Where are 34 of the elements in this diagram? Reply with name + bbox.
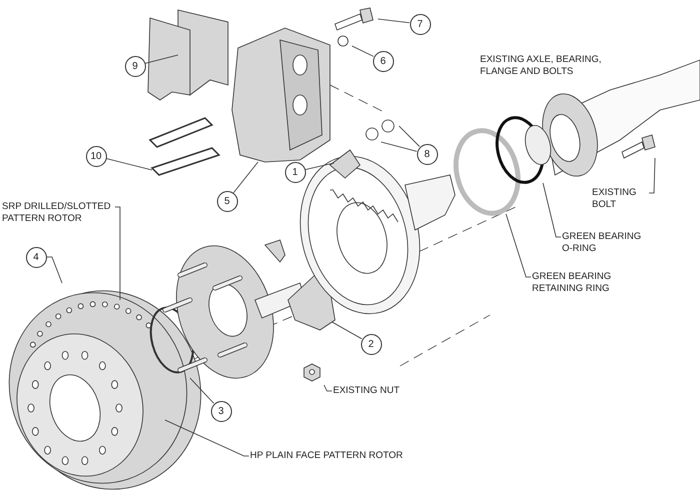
leader-line <box>114 206 120 300</box>
part-label: GREEN BEARING O-RING <box>562 231 650 255</box>
leader-line <box>506 214 532 278</box>
leader-line <box>46 256 62 284</box>
callout-number: 8 <box>416 144 438 164</box>
part-label: EXISTING BOLT <box>592 187 648 211</box>
part-label: EXISTING NUT <box>333 385 413 397</box>
callout-number: 7 <box>410 14 430 34</box>
callout-number: 3 <box>210 400 232 422</box>
part-label: GREEN BEARING RETAINING RING <box>532 271 650 295</box>
leader-line <box>144 54 178 64</box>
part-label: HP PLAIN FACE PATTERN ROTOR <box>250 450 420 462</box>
part-label: EXISTING AXLE, BEARING, FLANGE AND BOLTS <box>480 54 602 78</box>
leader-line <box>164 420 250 456</box>
callout-number: 9 <box>124 56 146 76</box>
leader-line <box>378 18 410 24</box>
leader-line <box>352 46 374 57</box>
leader-line <box>332 322 362 340</box>
callout-number: 1 <box>284 162 306 182</box>
callout-number: 5 <box>216 190 238 212</box>
callout-number: 6 <box>372 50 394 72</box>
leader-line <box>304 162 334 170</box>
leader-line <box>324 384 332 392</box>
callout-number: 4 <box>26 246 46 268</box>
callout-number: 2 <box>360 334 382 354</box>
leader-line <box>233 162 258 194</box>
leader-line <box>648 158 656 194</box>
leader-line <box>398 126 420 147</box>
leader-line <box>106 158 152 170</box>
leader-line <box>542 182 562 238</box>
leader-line <box>380 142 418 152</box>
callout-number: 10 <box>86 146 106 166</box>
leader-line <box>190 378 214 404</box>
part-label: SRP DRILLED/SLOTTED PATTERN ROTOR <box>2 201 114 225</box>
